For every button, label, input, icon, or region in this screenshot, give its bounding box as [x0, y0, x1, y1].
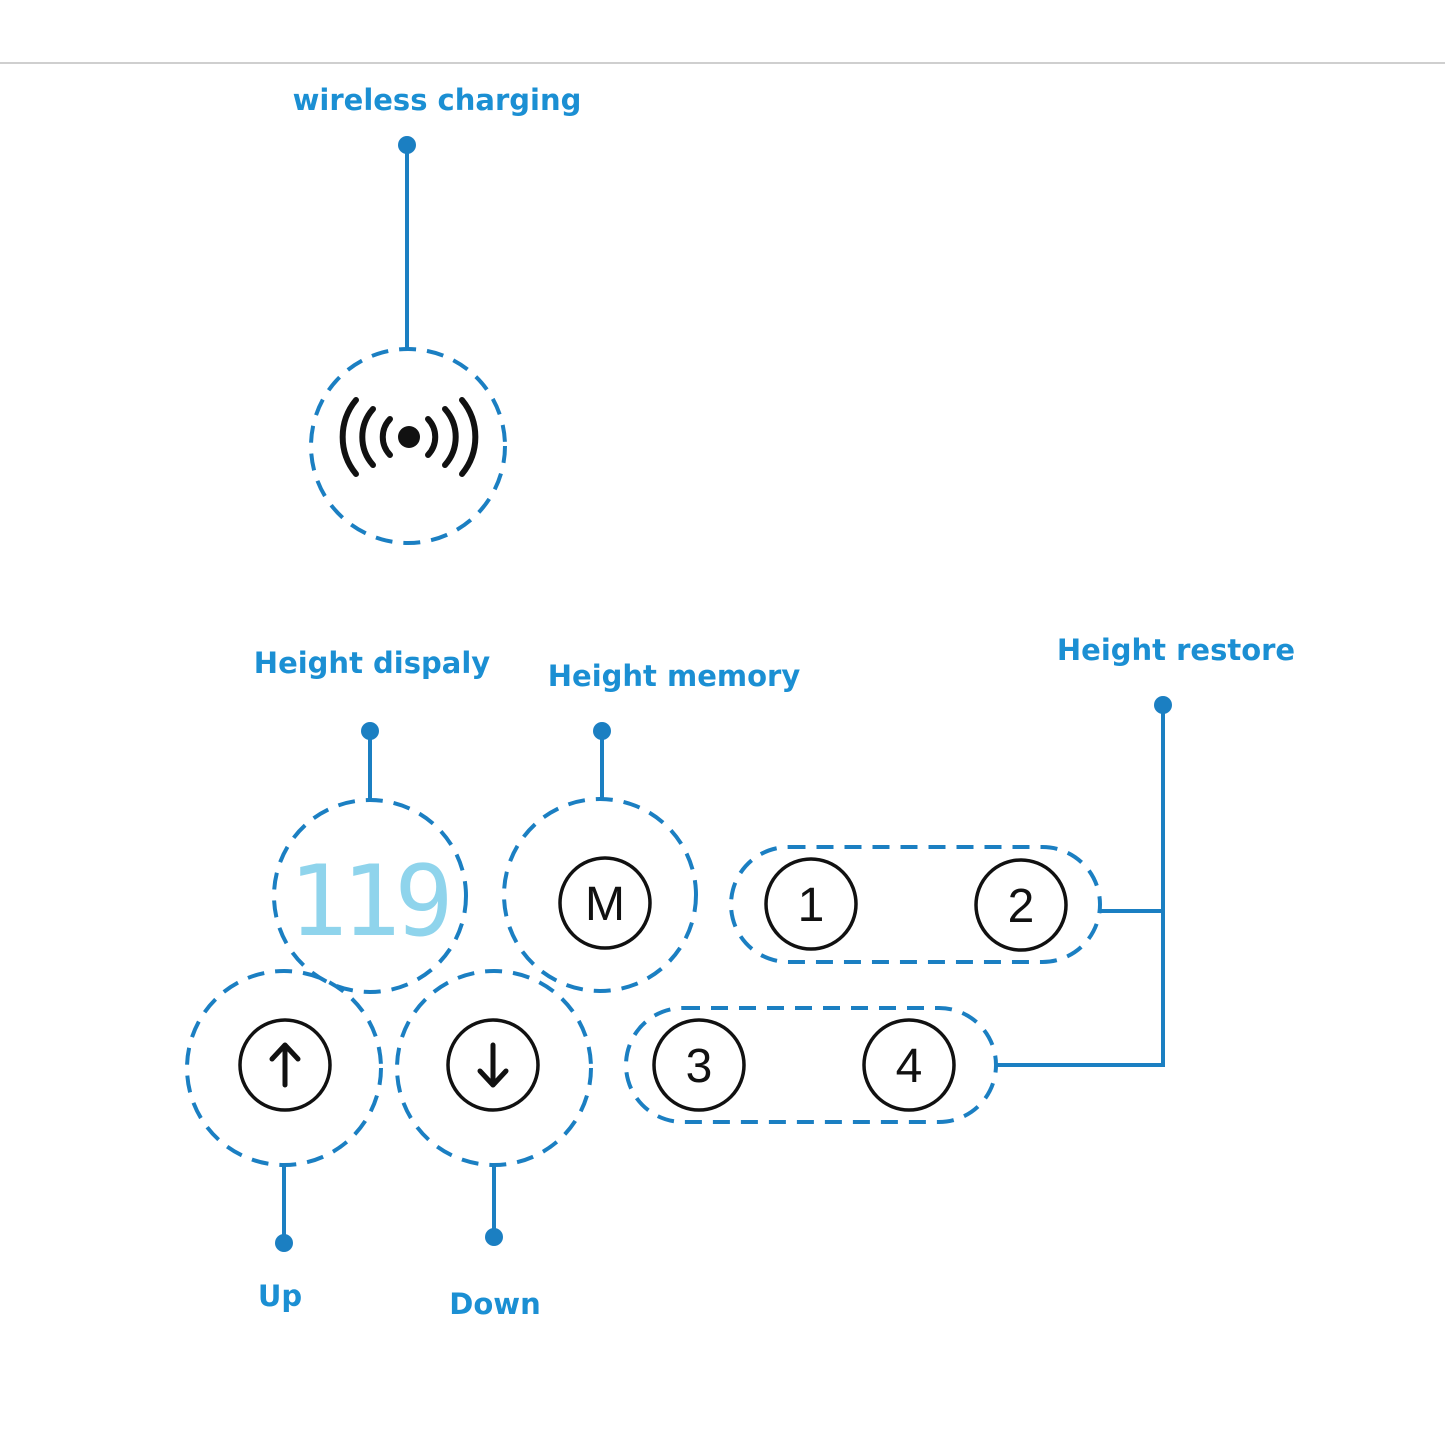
leader-dot-up	[275, 1234, 293, 1252]
memory-zone	[502, 797, 698, 993]
preset-4-label: 4	[896, 1040, 923, 1093]
leader-line-restore-lower	[996, 705, 1165, 1067]
leader-dot-down	[485, 1228, 503, 1246]
label-height-memory: Height memory	[548, 659, 801, 693]
label-down: Down	[449, 1287, 540, 1321]
down-button[interactable]	[446, 1018, 540, 1112]
label-up: Up	[258, 1279, 302, 1313]
preset-4-button[interactable]: 4	[862, 1018, 956, 1112]
wireless-charging-icon	[339, 397, 479, 477]
preset-3-label: 3	[686, 1040, 713, 1093]
wireless-charging-zone	[309, 347, 507, 545]
preset-group-1-2	[729, 845, 1102, 964]
preset-2-label: 2	[1008, 880, 1035, 933]
up-button[interactable]	[238, 1018, 332, 1112]
label-wireless-charging: wireless charging	[293, 83, 582, 117]
height-display-zone	[272, 798, 468, 994]
height-display-value: 119	[288, 845, 447, 959]
top-divider	[0, 62, 1445, 64]
preset-group-3-4	[624, 1006, 998, 1124]
memory-button-label: M	[585, 878, 625, 931]
label-height-display: Height dispaly	[254, 646, 490, 680]
preset-3-button[interactable]: 3	[652, 1018, 746, 1112]
preset-1-label: 1	[798, 879, 825, 932]
memory-button[interactable]: M	[558, 856, 652, 950]
arrow-up-icon	[269, 1042, 301, 1088]
preset-1-button[interactable]: 1	[764, 857, 858, 951]
preset-2-button[interactable]: 2	[974, 858, 1068, 952]
label-height-restore: Height restore	[1057, 633, 1295, 667]
arrow-down-icon	[477, 1042, 509, 1088]
